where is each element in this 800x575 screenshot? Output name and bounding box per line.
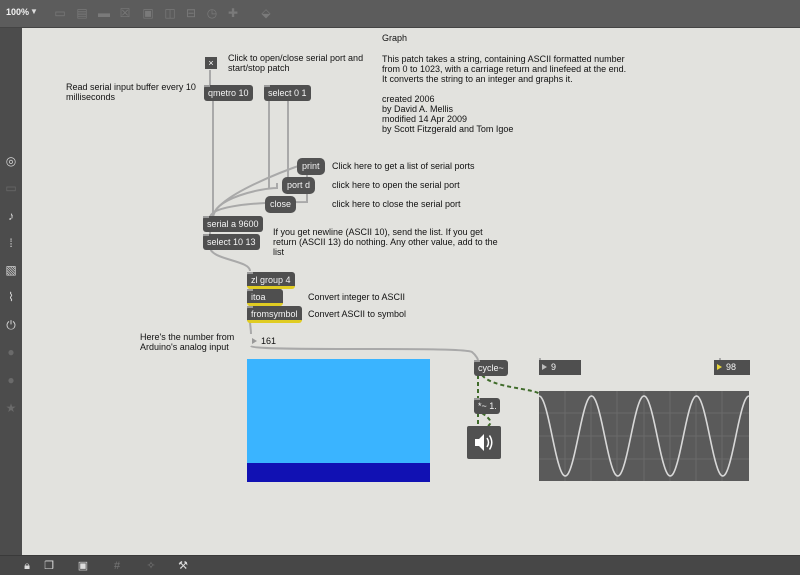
circle-icon-2[interactable]: ●	[7, 373, 15, 387]
outlet-icon[interactable]: ⊟	[185, 6, 197, 20]
newline-help-line-1: If you get newline (ASCII 10), send the …	[273, 227, 483, 237]
zl-group-object[interactable]: zl group 4	[247, 272, 295, 289]
display-icon[interactable]: ▭	[5, 181, 17, 195]
star-icon[interactable]: ★	[5, 401, 17, 415]
select-10-13-object[interactable]: select 10 13	[203, 234, 260, 250]
cycle-object[interactable]: cycle~	[474, 360, 508, 376]
print-message[interactable]: print	[297, 158, 325, 175]
patcher-canvas[interactable]: Graph This patch takes a string, contain…	[22, 28, 800, 555]
fromsymbol-label: fromsymbol	[251, 309, 298, 319]
qmetro-object[interactable]: qmetro 10	[204, 85, 253, 101]
presentation-icon[interactable]: ▣	[77, 560, 89, 572]
graph-display[interactable]	[247, 359, 430, 482]
zl-group-label: zl group 4	[251, 275, 291, 285]
serial-object[interactable]: serial a 9600	[203, 216, 263, 232]
qmetro-label: qmetro 10	[208, 88, 249, 98]
left-sidebar: ◎ ▭ ♪ ⁞ ▧ ⌇ ⏻ ● ● ★	[0, 28, 22, 555]
select-0-1-object[interactable]: select 0 1	[264, 85, 311, 101]
fromsymbol-object[interactable]: fromsymbol	[247, 306, 302, 323]
select-0-1-label: select 0 1	[268, 88, 307, 98]
print-help: Click here to get a list of serial ports	[332, 161, 475, 171]
number-box-analog[interactable]: 161	[249, 334, 277, 349]
dial-icon[interactable]: ◷	[206, 6, 218, 20]
zoom-level[interactable]: 100%	[6, 7, 30, 17]
number-help-line-1: Here's the number from	[140, 332, 235, 342]
scope-plot	[538, 391, 750, 481]
number-help-line-2: Arduino's analog input	[140, 342, 229, 352]
read-buffer-line-1: Read serial input buffer every 10	[66, 82, 196, 92]
scope-waveform	[538, 395, 750, 477]
plus-icon[interactable]: ✚	[227, 6, 239, 20]
speaker-icon[interactable]	[467, 426, 501, 459]
scope-number-box-1-value: 9	[551, 362, 557, 372]
toggle-open-serial[interactable]: ×	[205, 57, 217, 69]
description-line-3: It converts the string to an integer and…	[382, 74, 573, 84]
number-box-analog-value: 161	[261, 336, 277, 346]
chevron-down-icon[interactable]: ▼	[30, 7, 38, 16]
lock-icon[interactable]: 🔒︎	[24, 560, 30, 572]
description-line-1: This patch takes a string, containing AS…	[382, 54, 625, 64]
matrix-icon[interactable]: ⁞	[9, 236, 13, 250]
credits-line-1: created 2006	[382, 94, 435, 104]
top-toolbar: 100% ▼ ▭ ▤ ▬ ☒ ▣ ◫ ⊟ ◷ ✚ ⬙	[0, 0, 800, 28]
music-note-icon[interactable]: ♪	[8, 209, 14, 223]
port-d-message[interactable]: port d	[282, 177, 316, 194]
credits-line-2: by David A. Mellis	[382, 104, 454, 114]
scope-number-box-1[interactable]: 9	[539, 360, 581, 375]
graph-bar	[247, 463, 430, 482]
credits-line-4: by Scott Fitzgerald and Tom Igoe	[382, 124, 514, 134]
new-view-icon[interactable]: ▤	[76, 6, 88, 20]
windows-icon[interactable]: ❐	[44, 560, 54, 572]
fromsymbol-help: Convert ASCII to symbol	[308, 309, 407, 319]
close-help: click here to close the serial port	[332, 199, 461, 209]
wrench-icon[interactable]: ⚒	[178, 560, 188, 572]
newline-help-line-2: return (ASCII 13) do nothing. Any other …	[273, 237, 498, 247]
close-box-icon[interactable]: ☒	[119, 6, 131, 20]
plug-icon[interactable]: ⏻	[6, 318, 16, 332]
cycle-label: cycle~	[478, 363, 504, 373]
toggle-help-line-2: start/stop patch	[228, 63, 290, 73]
image-icon[interactable]: ▧	[5, 263, 17, 277]
scope-number-box-2[interactable]: 98	[714, 360, 750, 375]
paperclip-icon[interactable]: ⌇	[8, 290, 14, 304]
patch-title: Graph	[382, 33, 408, 43]
object-box-icon[interactable]: ▣	[142, 6, 154, 20]
itoa-label: itoa	[251, 292, 266, 302]
inlet-icon[interactable]: ◫	[164, 6, 176, 20]
scope-display[interactable]	[538, 391, 750, 481]
serial-label: serial a 9600	[207, 219, 259, 229]
description-line-2: from 0 to 1023, with a carriage return a…	[382, 64, 627, 74]
select-10-13-label: select 10 13	[207, 237, 256, 247]
circle-icon-1[interactable]: ●	[7, 345, 15, 359]
read-buffer-line-2: milliseconds	[66, 92, 116, 102]
grid-icon[interactable]: #	[113, 560, 121, 572]
presentation-icon[interactable]: ▭	[54, 6, 66, 20]
newline-help-line-3: list	[273, 247, 284, 257]
credits-line-3: modified 14 Apr 2009	[382, 114, 468, 124]
multiply-label: *~ 1.	[478, 401, 497, 411]
comment-icon[interactable]: ▬	[98, 6, 110, 20]
paint-bucket-icon[interactable]: ⬙	[261, 6, 271, 20]
scope-number-box-2-value: 98	[726, 362, 737, 372]
close-message[interactable]: close	[265, 196, 297, 213]
number-triangle-icon	[717, 364, 722, 370]
multiply-object[interactable]: *~ 1.	[474, 398, 500, 414]
number-triangle-icon	[542, 364, 547, 370]
itoa-help: Convert integer to ASCII	[308, 292, 406, 302]
number-triangle-icon	[252, 338, 257, 344]
open-help: click here to open the serial port	[332, 180, 460, 190]
wand-icon[interactable]: ✧	[146, 560, 156, 572]
itoa-object[interactable]: itoa	[247, 289, 283, 306]
speaker-glyph	[475, 434, 493, 451]
target-icon[interactable]: ◎	[5, 154, 17, 168]
bottom-toolbar: 🔒︎ ❐ ▣ # ✧ ⚒	[0, 555, 800, 575]
toggle-help-line-1: Click to open/close serial port and	[228, 53, 364, 63]
